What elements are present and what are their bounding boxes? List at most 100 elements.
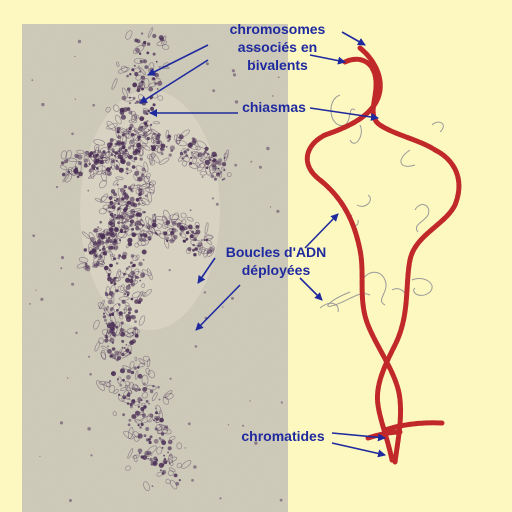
stain-granule [134,334,139,338]
stain-granule [116,126,121,131]
stain-granule [156,88,159,90]
stain-granule [125,291,128,294]
arrow-loops-2 [195,284,241,331]
stain-loop [124,381,131,386]
stain-granule [108,269,111,272]
stain-granule [114,213,116,216]
stain-granule [132,144,135,147]
stain-granule [139,279,142,282]
stain-granule [114,154,117,157]
stain-granule [187,142,193,148]
stain-granule [139,237,143,241]
stain-granule [130,209,136,215]
stain-granule [134,320,137,323]
stain-granule [84,264,90,270]
stain-loop [125,465,131,471]
stain-granule [153,224,156,228]
stain-loop [96,170,106,175]
stain-granule [197,152,203,158]
stain-granule [92,154,98,159]
stain-loop [145,172,151,179]
stain-granule [122,142,125,145]
stain-granule [124,230,127,233]
stain-granule [165,236,170,240]
stain-granule [168,153,172,157]
stain-granule [131,315,136,320]
stain-granule [156,140,161,145]
stain-granule [107,345,109,348]
stain-loop [105,106,111,113]
stain-granule [200,239,203,242]
stain-granule [88,168,93,173]
stain-granule [127,423,131,427]
background-speck [272,95,274,97]
stain-granule [126,172,129,175]
background-speck [56,185,59,189]
stain-granule [145,399,149,403]
stain-granule [165,220,171,225]
stain-loop [188,162,198,170]
stain-granule [153,438,159,444]
stain-granule [169,238,175,244]
stain-granule [121,299,126,304]
stain-granule [137,144,142,150]
stain-granule [140,80,144,83]
stain-loop [145,223,156,234]
stain-loop [211,168,221,172]
stain-loop [116,269,122,279]
stain-granule [96,167,99,170]
stain-loop [131,291,142,298]
stain-granule [158,462,164,468]
stain-granule [91,248,95,252]
background-speck [32,234,35,237]
stain-granule [129,223,133,227]
background-speck [92,103,95,107]
stain-granule [109,354,113,358]
stain-granule [113,257,117,261]
stain-loop [168,467,176,473]
stain-loop [151,392,158,402]
label-chromosomes-line2: associés en [237,39,318,55]
stain-granule [140,125,144,129]
background-speck [141,202,144,205]
stain-granule [117,154,122,159]
stain-loop [142,144,151,151]
stain-granule [160,143,166,149]
stain-loop [100,171,108,182]
stain-loop [124,302,130,307]
stain-granule [113,282,117,286]
stain-granule [149,97,152,100]
stain-granule [118,303,121,306]
stain-granule [150,123,153,126]
stain-granule [62,172,66,177]
stain-granule [121,346,124,349]
stain-loop [190,239,203,247]
stain-granule [138,401,140,404]
stain-granule [131,332,134,334]
stain-loop [149,180,156,186]
stain-loop [99,179,107,189]
stain-granule [132,82,138,88]
stain-granule [115,232,117,235]
micrograph-chromosome-stain [29,27,283,502]
stain-granule [138,192,142,196]
stain-granule [155,407,158,410]
background-speck [276,209,280,213]
stain-granule [109,307,114,311]
stain-loop [197,162,206,172]
stain-granule [117,202,121,205]
stain-granule [121,141,126,146]
stain-loop [124,214,131,221]
stain-granule [204,150,207,153]
stain-granule [135,197,140,202]
stain-granule [88,162,91,166]
stain-granule [167,439,173,445]
stain-loop [195,145,201,151]
stain-granule [142,259,145,261]
arrow-chromosomes-3 [341,31,366,46]
stain-granule [111,371,116,377]
stain-granule [130,405,133,409]
background-speck [87,189,90,192]
stain-granule [214,177,217,181]
stain-granule [111,215,114,218]
